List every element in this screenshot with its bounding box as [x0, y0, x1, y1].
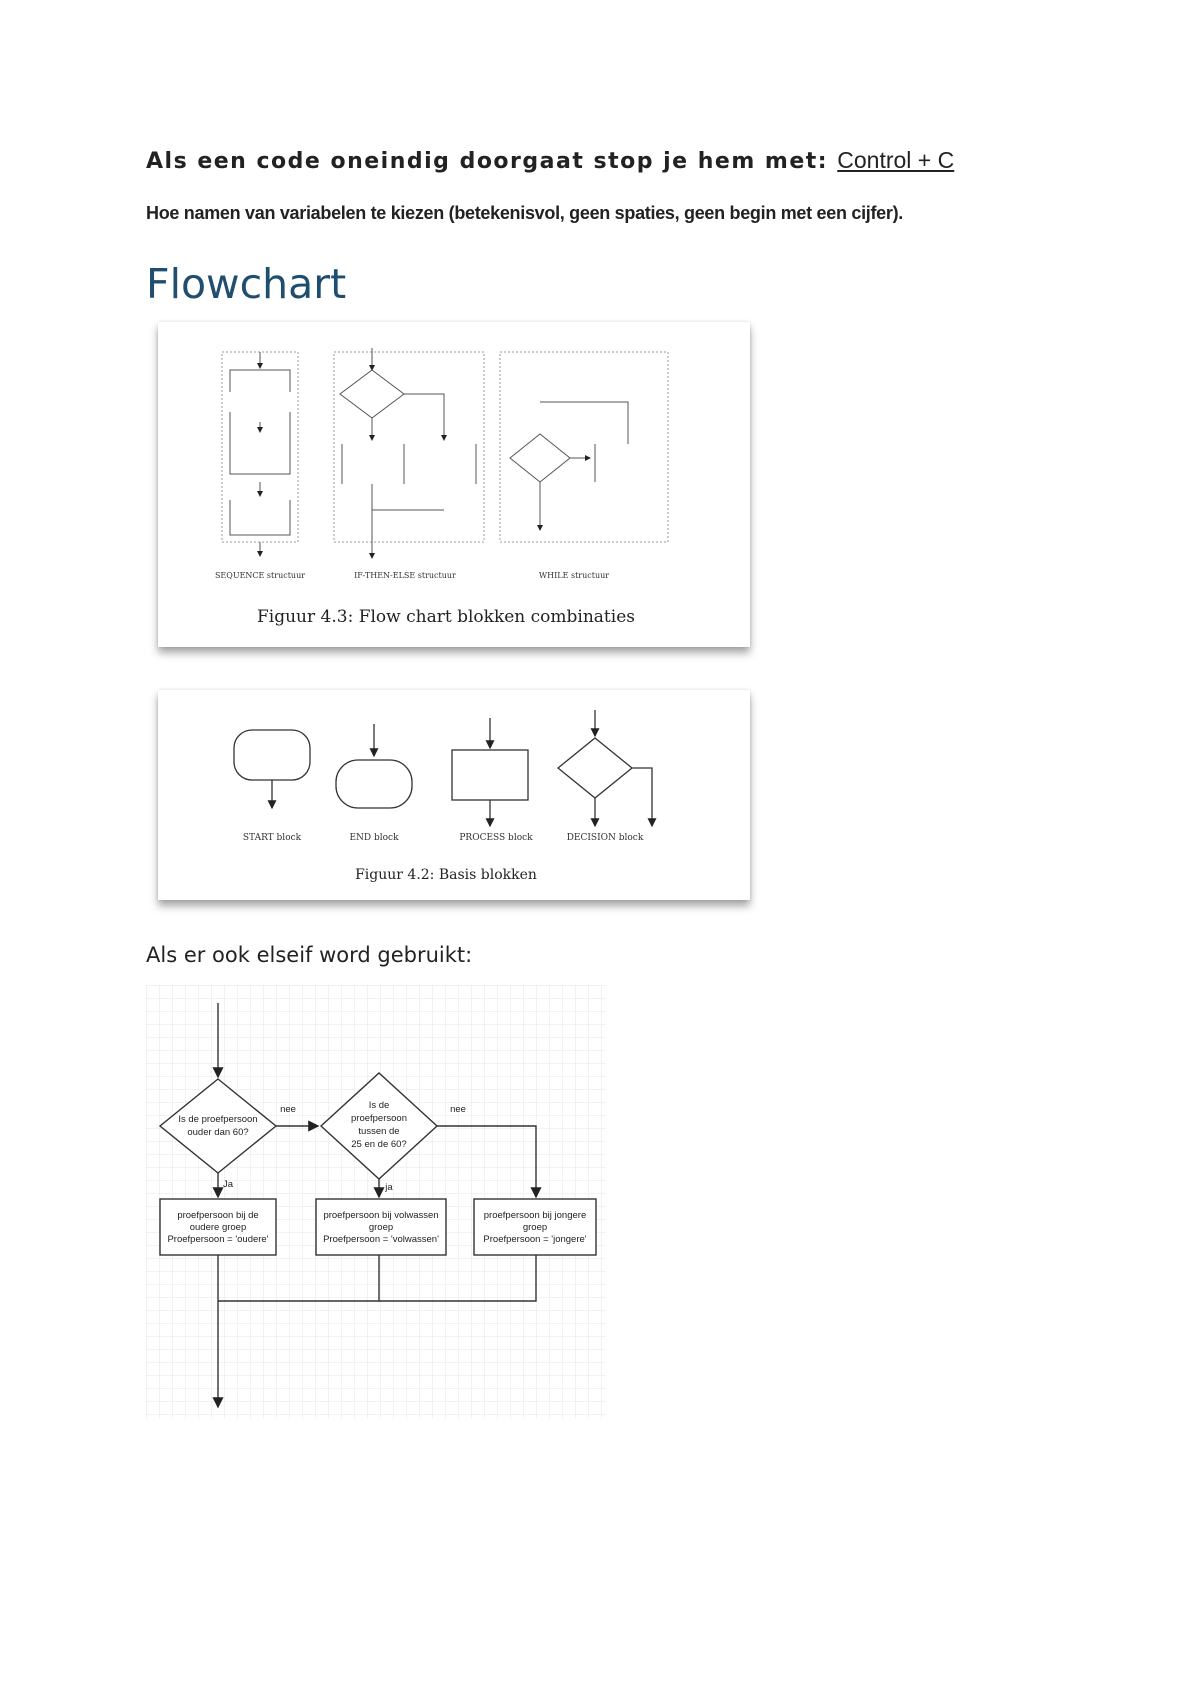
process3-line1: proefpersoon bij jongere: [484, 1210, 586, 1221]
process2-line1: proefpersoon bij volwassen: [323, 1210, 438, 1221]
if-then-else-label: IF-THEN-ELSE structuur: [354, 571, 456, 580]
stop-instruction-text: Als een code oneindig doorgaat stop je h…: [146, 149, 829, 174]
elseif-diagram: Is de proefpersoon ouder dan 60? Is de p…: [146, 985, 606, 1419]
stop-instruction: Als een code oneindig doorgaat stop je h…: [146, 147, 954, 174]
figure-combinations: SEQUENCE structuur IF-THEN-ELSE structuu…: [158, 322, 750, 647]
decision-block-label: DECISION block: [567, 833, 644, 843]
decision1-line1: Is de proefpersoon: [178, 1114, 257, 1125]
process2-line2: groep: [369, 1222, 393, 1233]
basic-labels: START block END block PROCESS block DECI…: [243, 833, 644, 843]
shortcut-link[interactable]: Control + C: [837, 147, 955, 173]
process1-line2: oudere groep: [190, 1222, 247, 1233]
process-block-shape: [451, 718, 529, 828]
elseif-intro: Als er ook elseif word gebruikt:: [146, 943, 473, 967]
end-block-shape: [335, 724, 413, 809]
edge-ja-2: ja: [384, 1182, 393, 1193]
figure-basics: START block END block PROCESS block DECI…: [158, 690, 750, 900]
if-then-else-structure: [333, 348, 485, 559]
start-block-shape: [233, 729, 311, 810]
edge-nee-2: nee: [450, 1104, 466, 1115]
edge-ja-1: Ja: [223, 1179, 234, 1190]
decision2-line1: Is de: [369, 1100, 390, 1111]
section-heading: Flowchart: [146, 260, 347, 308]
start-block-label: START block: [243, 833, 302, 843]
combinations-diagram: SEQUENCE structuur IF-THEN-ELSE structuu…: [215, 348, 669, 627]
while-label: WHILE structuur: [539, 571, 609, 580]
sequence-label: SEQUENCE structuur: [215, 571, 305, 580]
basics-diagram: START block END block PROCESS block DECI…: [233, 710, 657, 883]
end-block-label: END block: [349, 833, 399, 843]
decision1-line2: ouder dan 60?: [187, 1127, 248, 1138]
sequence-structure: [221, 351, 299, 557]
process1-line3: Proefpersoon = 'oudere': [167, 1234, 268, 1245]
elseif-flowchart: Is de proefpersoon ouder dan 60? Is de p…: [146, 985, 606, 1419]
process3-line2: groep: [523, 1222, 547, 1233]
process-adult-group: [315, 1198, 447, 1256]
process1-line1: proefpersoon bij de: [177, 1210, 258, 1221]
process-block-label: PROCESS block: [459, 833, 533, 843]
decision2-line2: proefpersoon: [351, 1113, 407, 1124]
while-structure: [499, 351, 669, 543]
decision2-line3: tussen de: [358, 1126, 399, 1137]
figure-caption-combinations: Figuur 4.3: Flow chart blokken combinati…: [257, 607, 635, 627]
process-older-group: [159, 1198, 277, 1256]
naming-instruction: Hoe namen van variabelen te kiezen (bete…: [146, 203, 903, 223]
decision-block-shape: [556, 710, 657, 828]
edge-nee-1: nee: [280, 1104, 296, 1115]
figure-caption-basics: Figuur 4.2: Basis blokken: [355, 867, 537, 883]
decision2-line4: 25 en de 60?: [351, 1139, 406, 1150]
process3-line3: Proefpersoon = 'jongere': [483, 1234, 586, 1245]
process2-line3: Proefpersoon = 'volwassen': [323, 1234, 439, 1245]
process-younger-group: [473, 1198, 597, 1256]
combination-labels: SEQUENCE structuur IF-THEN-ELSE structuu…: [215, 571, 609, 580]
